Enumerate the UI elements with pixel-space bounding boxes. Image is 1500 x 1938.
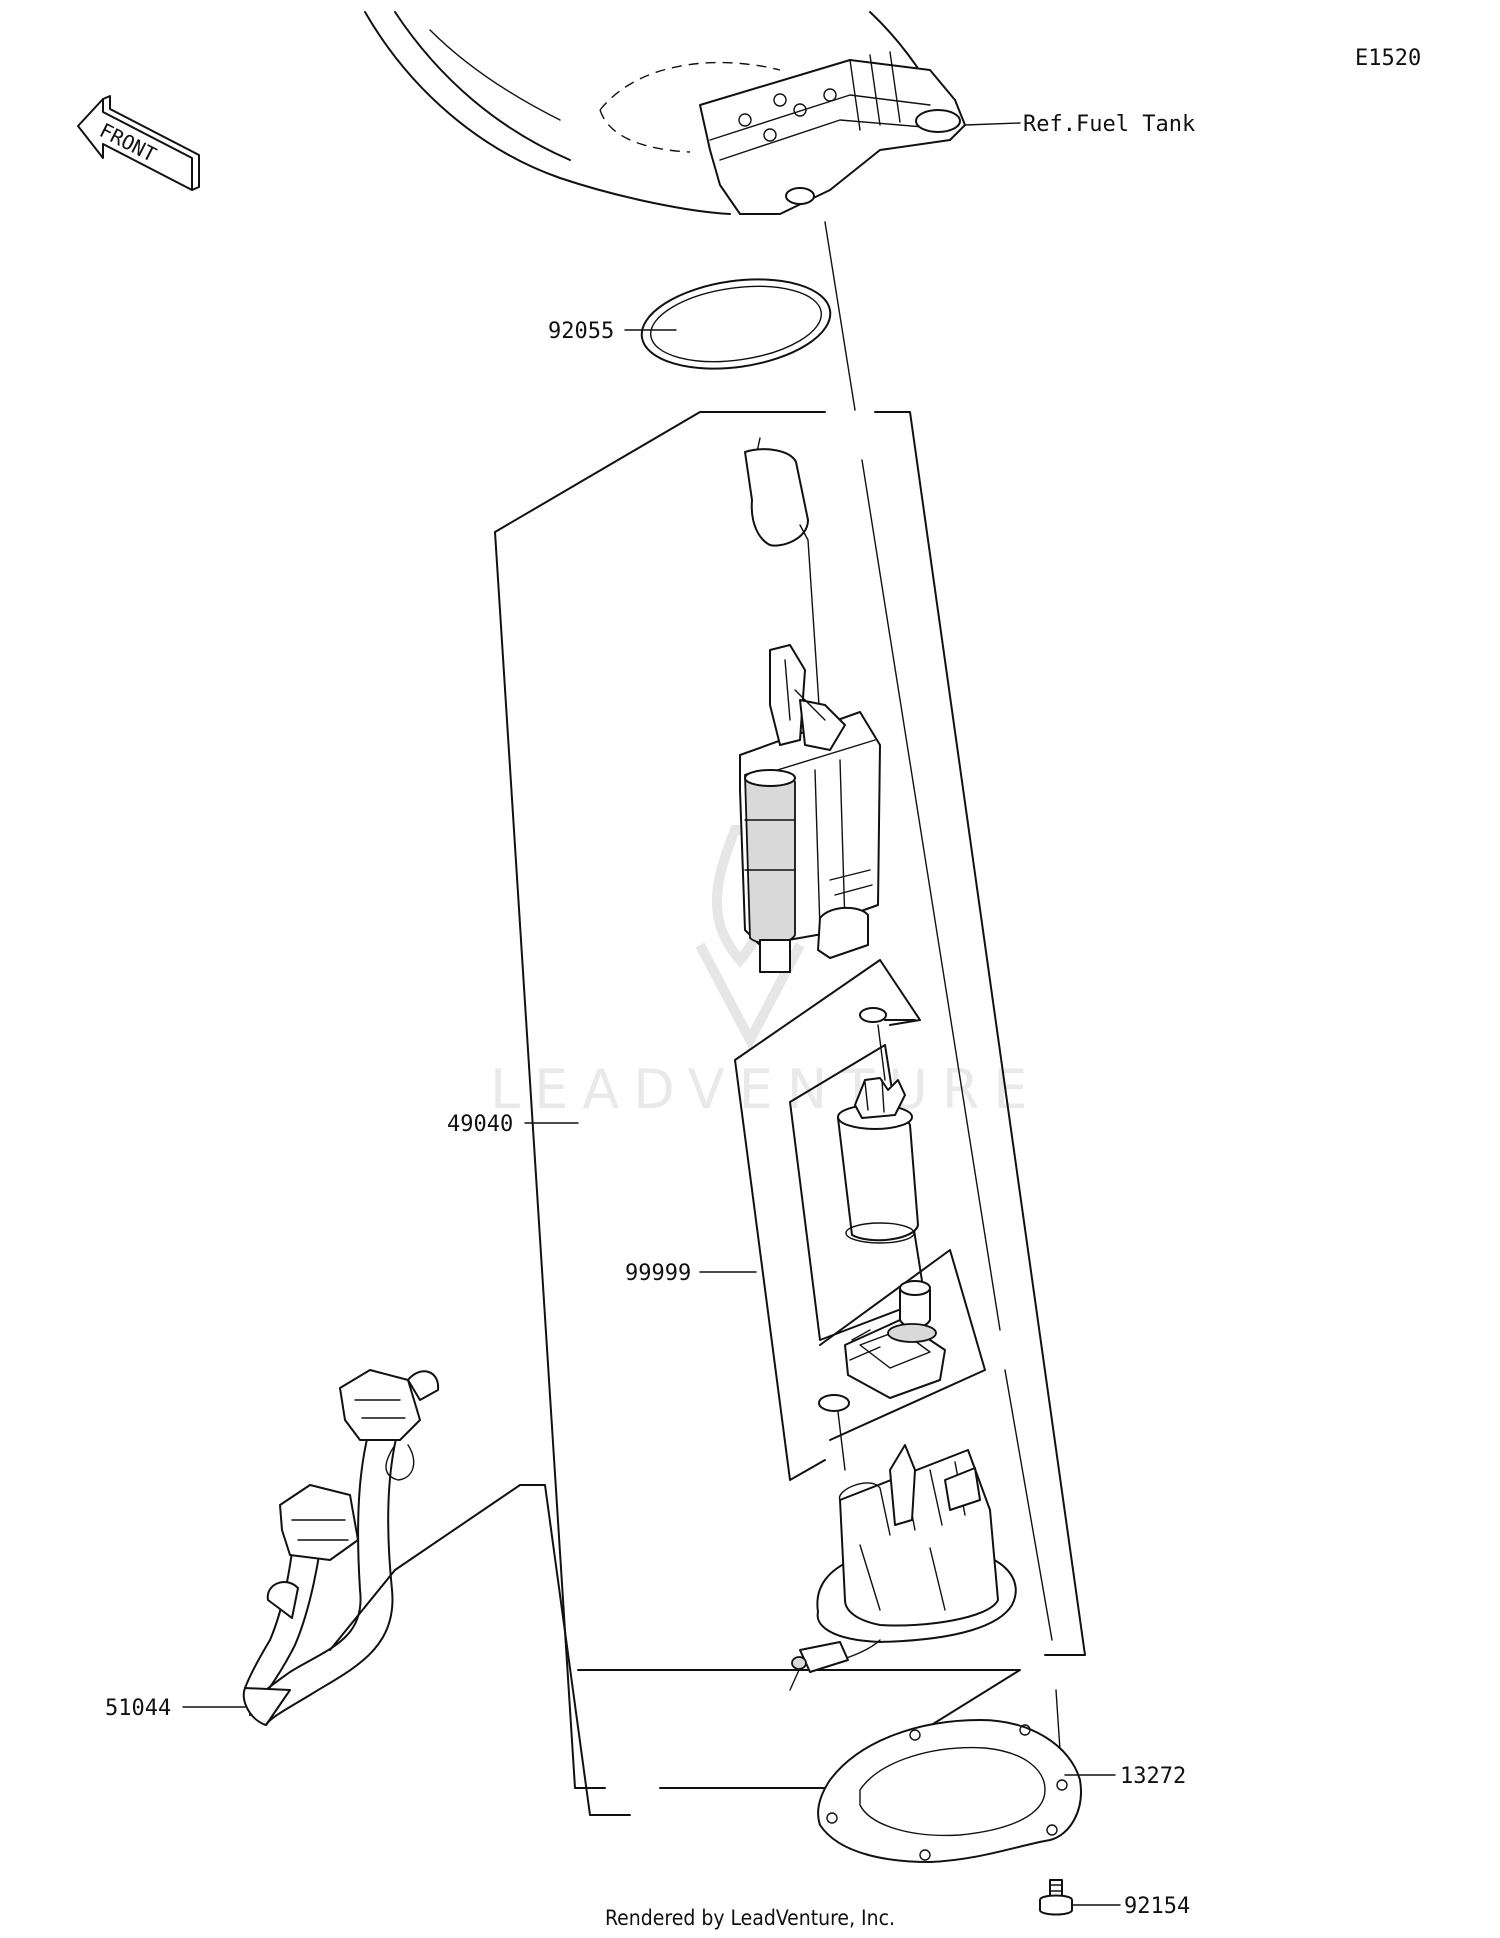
pump-base-bracket xyxy=(816,1444,1017,1643)
callout-49040: 49040 xyxy=(447,1112,513,1137)
fuel-pump-motor xyxy=(837,1077,919,1244)
callout-51044: 51044 xyxy=(105,1696,171,1721)
callout-99999: 99999 xyxy=(625,1261,691,1286)
small-o-ring-upper xyxy=(859,1007,887,1023)
front-direction-arrow-icon: FRONT xyxy=(77,95,200,191)
diagram-code: E1520 xyxy=(1355,46,1422,71)
watermark: LEADVENTURE xyxy=(490,825,1041,1121)
fuel-pump-module-body xyxy=(739,644,881,973)
leader-lines xyxy=(182,122,1121,1906)
center-axis-line xyxy=(824,221,1063,1781)
callout-labels: Ref.Fuel Tank 92055 49040 99999 51044 13… xyxy=(105,112,1195,1919)
fuel-tank-ref xyxy=(364,11,966,215)
callout-92055: 92055 xyxy=(548,319,614,344)
callout-13272: 13272 xyxy=(1120,1764,1186,1789)
gasket-13272 xyxy=(817,1719,1082,1863)
subgroup-outline-99999 xyxy=(734,959,921,1481)
pressure-regulator xyxy=(844,1280,946,1399)
watermark-text: LEADVENTURE xyxy=(490,1058,1041,1121)
callout-ref-fuel-tank: Ref.Fuel Tank xyxy=(1023,112,1195,137)
fuel-hose-51044 xyxy=(242,1369,440,1726)
bolt-92154 xyxy=(1039,1879,1073,1916)
callout-92154: 92154 xyxy=(1124,1894,1190,1919)
hose-leader-frame xyxy=(329,1484,631,1816)
fuel-level-sender-float xyxy=(744,437,821,721)
pump-connector-wire xyxy=(789,1639,881,1691)
regulator-box xyxy=(819,1249,986,1441)
o-ring-92055 xyxy=(640,278,832,370)
small-o-ring-lower xyxy=(818,1394,850,1412)
leader-ref-fuel-tank xyxy=(964,122,1021,126)
footer-credit: Rendered by LeadVenture, Inc. xyxy=(605,1906,895,1930)
